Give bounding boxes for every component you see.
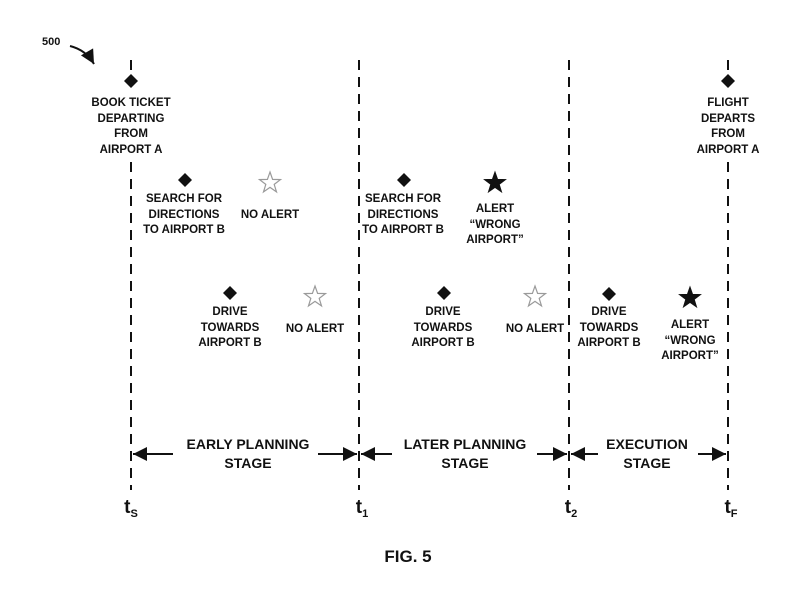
event-label: DRIVE TOWARDS AIRPORT B [198, 306, 262, 349]
event-diamond-icon [178, 173, 192, 187]
event-diamond-icon [397, 173, 411, 187]
no-alert-star-icon [302, 284, 328, 308]
event-label: SEARCH FOR DIRECTIONS TO AIRPORT B [362, 193, 444, 236]
milestone-diamond-icon [124, 74, 138, 88]
reference-arrow [69, 45, 95, 65]
event-label: NO ALERT [505, 323, 565, 335]
event-diamond-icon [602, 287, 616, 301]
time-label-start: tS [124, 497, 138, 520]
event-label: NO ALERT [240, 209, 300, 221]
event-label: ALERT “WRONG AIRPORT” [661, 319, 719, 362]
stage-label-early: EARLY PLANNING STAGE [186, 436, 310, 471]
event-label: DRIVE TOWARDS AIRPORT B [577, 306, 641, 349]
time-label-t1: t1 [355, 497, 369, 520]
stage-label-execution: EXECUTION STAGE [606, 436, 688, 471]
event-diamond-icon [223, 286, 237, 300]
alert-star-icon [678, 285, 702, 309]
event-label: SEARCH FOR DIRECTIONS TO AIRPORT B [143, 193, 225, 236]
time-label-t2: t2 [564, 497, 578, 520]
alert-star-icon [483, 170, 507, 194]
event-diamond-icon [437, 286, 451, 300]
figure-caption: FIG. 5 [384, 547, 432, 566]
milestone-label-book-ticket: BOOK TICKET DEPARTING FROM AIRPORT A [91, 97, 171, 156]
event-label: DRIVE TOWARDS AIRPORT B [411, 306, 475, 349]
time-label-final: tF [724, 497, 738, 520]
stage-label-later: LATER PLANNING STAGE [403, 436, 527, 471]
event-label: NO ALERT [285, 323, 345, 335]
milestone-label-flight-departs: FLIGHT DEPARTS FROM AIRPORT A [696, 97, 760, 156]
reference-number: 500 [42, 36, 61, 48]
no-alert-star-icon [257, 170, 283, 194]
event-label: ALERT “WRONG AIRPORT” [466, 203, 524, 246]
milestone-diamond-icon [721, 74, 735, 88]
no-alert-star-icon [522, 284, 548, 308]
